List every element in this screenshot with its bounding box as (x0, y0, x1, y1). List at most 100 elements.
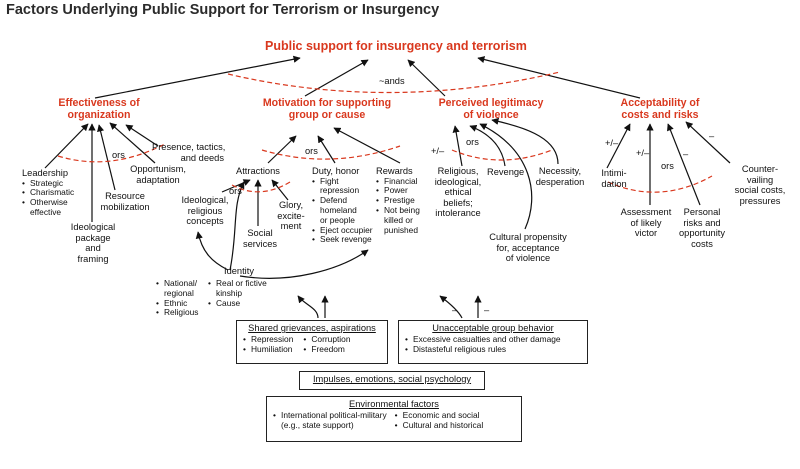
node-ideological-package: Ideological package and framing (66, 222, 120, 264)
node-text-line: and deeds (180, 152, 224, 163)
node-leadership: Leadership Strategic Charismatic Otherwi… (22, 168, 74, 218)
duty-item: Fight (312, 176, 373, 187)
node-text-line: Religious, (437, 166, 479, 176)
node-text-line: risks and (683, 217, 721, 228)
leadership-item: Otherwise (22, 197, 74, 208)
sign-assessment: +/– (636, 148, 650, 158)
node-text-line: concepts (186, 216, 224, 227)
box-impulses: Impulses, emotions, social psychology (299, 371, 485, 390)
diagram-title: Factors Underlying Public Support for Te… (6, 2, 440, 18)
identity-item-cont: regional (164, 287, 194, 298)
arrow-countervailing (685, 121, 731, 164)
node-assessment: Assessment of likely victor (614, 207, 678, 239)
node-text-line: mobilization (100, 201, 150, 212)
box-unacceptable-behavior: Unacceptable group behavior Excessive ca… (398, 320, 588, 364)
sign-religious: +/– (431, 146, 445, 156)
rewards-item-cont: killed or (384, 214, 413, 225)
arrow-necessity (491, 117, 559, 165)
category-effectiveness-line2: organization (67, 109, 131, 121)
arrow-effectiveness-to-hub (94, 55, 301, 99)
ors-arc-effectiveness (57, 143, 166, 163)
grievance-item: Humiliation (243, 344, 293, 355)
identity-item: Ethnic (156, 298, 198, 309)
arrow-cultural (479, 123, 533, 230)
arrow-acceptability-to-hub (477, 56, 641, 99)
environment-item: International political-military (273, 410, 387, 421)
node-attractions: Attractions (236, 166, 280, 176)
arrow-intimidation (606, 123, 631, 169)
node-text-line: Counter- (741, 164, 779, 174)
ands-label: ~ands (379, 76, 405, 86)
node-text-line: framing (77, 253, 109, 264)
category-legitimacy-line2: of violence (463, 109, 519, 121)
node-identity: Identity (224, 266, 254, 276)
sign-behavior-right: – (484, 305, 490, 315)
node-rewards: Rewards Financial Power Prestige Not bei… (376, 166, 420, 235)
ors-arc-acceptability (607, 175, 713, 193)
arrow-identity-to-ideological (195, 231, 229, 271)
environment-item: Cultural and historical (395, 420, 484, 431)
node-intimidation: Intimi- dation (590, 168, 638, 189)
arrow-duty (317, 135, 336, 164)
node-text-line: religious (187, 205, 223, 216)
node-text-line: Opportunism, (130, 164, 186, 174)
box-environmental-factors-title: Environmental factors (349, 399, 439, 409)
node-text-line: vailing (746, 174, 774, 185)
identity-item-cont: kinship (216, 287, 243, 298)
arrow-legitimacy-to-hub (407, 59, 446, 97)
identity-left-list: National/ regional Ethnic Religious (156, 278, 198, 318)
leadership-item: Charismatic (22, 188, 74, 198)
node-text-line: Intimi- (601, 168, 627, 178)
category-effectiveness: Effectiveness of organization (45, 97, 153, 121)
rewards-item: Prestige (376, 195, 420, 206)
leadership-item-cont: effective (30, 206, 62, 217)
node-text-line: ethical (444, 187, 472, 198)
behavior-item: Excessive casualties and other damage (405, 334, 581, 345)
node-text-line: for, acceptance (496, 242, 560, 253)
sign-countervailing: – (709, 131, 715, 141)
environment-col1: International political-military (e.g., … (273, 410, 387, 431)
behavior-item: Distasteful religious rules (405, 344, 581, 355)
category-acceptability: Acceptability of costs and risks (605, 97, 715, 121)
node-text-line: of likely (630, 217, 662, 228)
node-text-line: opportunity (679, 228, 725, 239)
hub-node: Public support for insurgency and terror… (265, 39, 527, 53)
node-text-line: excite- (277, 210, 305, 221)
arrow-leadership (44, 123, 89, 169)
node-necessity: Necessity, desperation (528, 166, 592, 187)
leadership-item: Strategic (22, 178, 74, 189)
ors-label-motivation: ors (305, 146, 318, 156)
node-text-line: services (242, 238, 278, 249)
sign-intimidation: +/– (605, 138, 619, 148)
node-text-line: package (75, 232, 111, 243)
category-motivation: Motivation for supporting group or cause (246, 97, 408, 121)
node-text-line: of violence (505, 253, 551, 264)
category-legitimacy: Perceived legitimacy of violence (426, 97, 556, 121)
node-rewards-label: Rewards (376, 166, 413, 176)
ors-arc-legitimacy (451, 149, 553, 161)
node-text-line: Presence, tactics, (152, 142, 226, 152)
node-text-line: Assessment (620, 207, 672, 217)
duty-item-cont: homeland (320, 204, 357, 215)
node-text-line: intolerance (435, 208, 481, 219)
category-legitimacy-line1: Perceived legitimacy (438, 97, 544, 109)
node-revenge: Revenge (487, 167, 525, 177)
arrow-identity-to-duty (239, 249, 369, 279)
category-effectiveness-line1: Effectiveness of (58, 97, 140, 109)
arrow-personal (667, 123, 701, 206)
ands-arc (227, 71, 561, 94)
node-presence-tactics: Presence, tactics, and deeds (152, 142, 226, 163)
node-resource-mobilization: Resource mobilization (93, 191, 157, 212)
node-ideological-concepts: Ideological, religious concepts (174, 195, 236, 227)
ors-label-attractions: ors (229, 186, 242, 196)
arrow-grievances-to-motivation (297, 295, 319, 319)
duty-item: Defend (312, 195, 373, 206)
arrow-ideological-concepts (221, 179, 251, 193)
identity-item: Cause (208, 298, 267, 309)
node-text-line: Ideological, (181, 195, 229, 205)
ors-label-acceptability: ors (661, 161, 674, 171)
node-duty-honor: Duty, honor Fight repression Defend home… (312, 166, 373, 245)
node-text-line: and (85, 243, 101, 254)
category-acceptability-line1: Acceptability of (620, 97, 700, 109)
arrow-attractions (267, 135, 297, 164)
